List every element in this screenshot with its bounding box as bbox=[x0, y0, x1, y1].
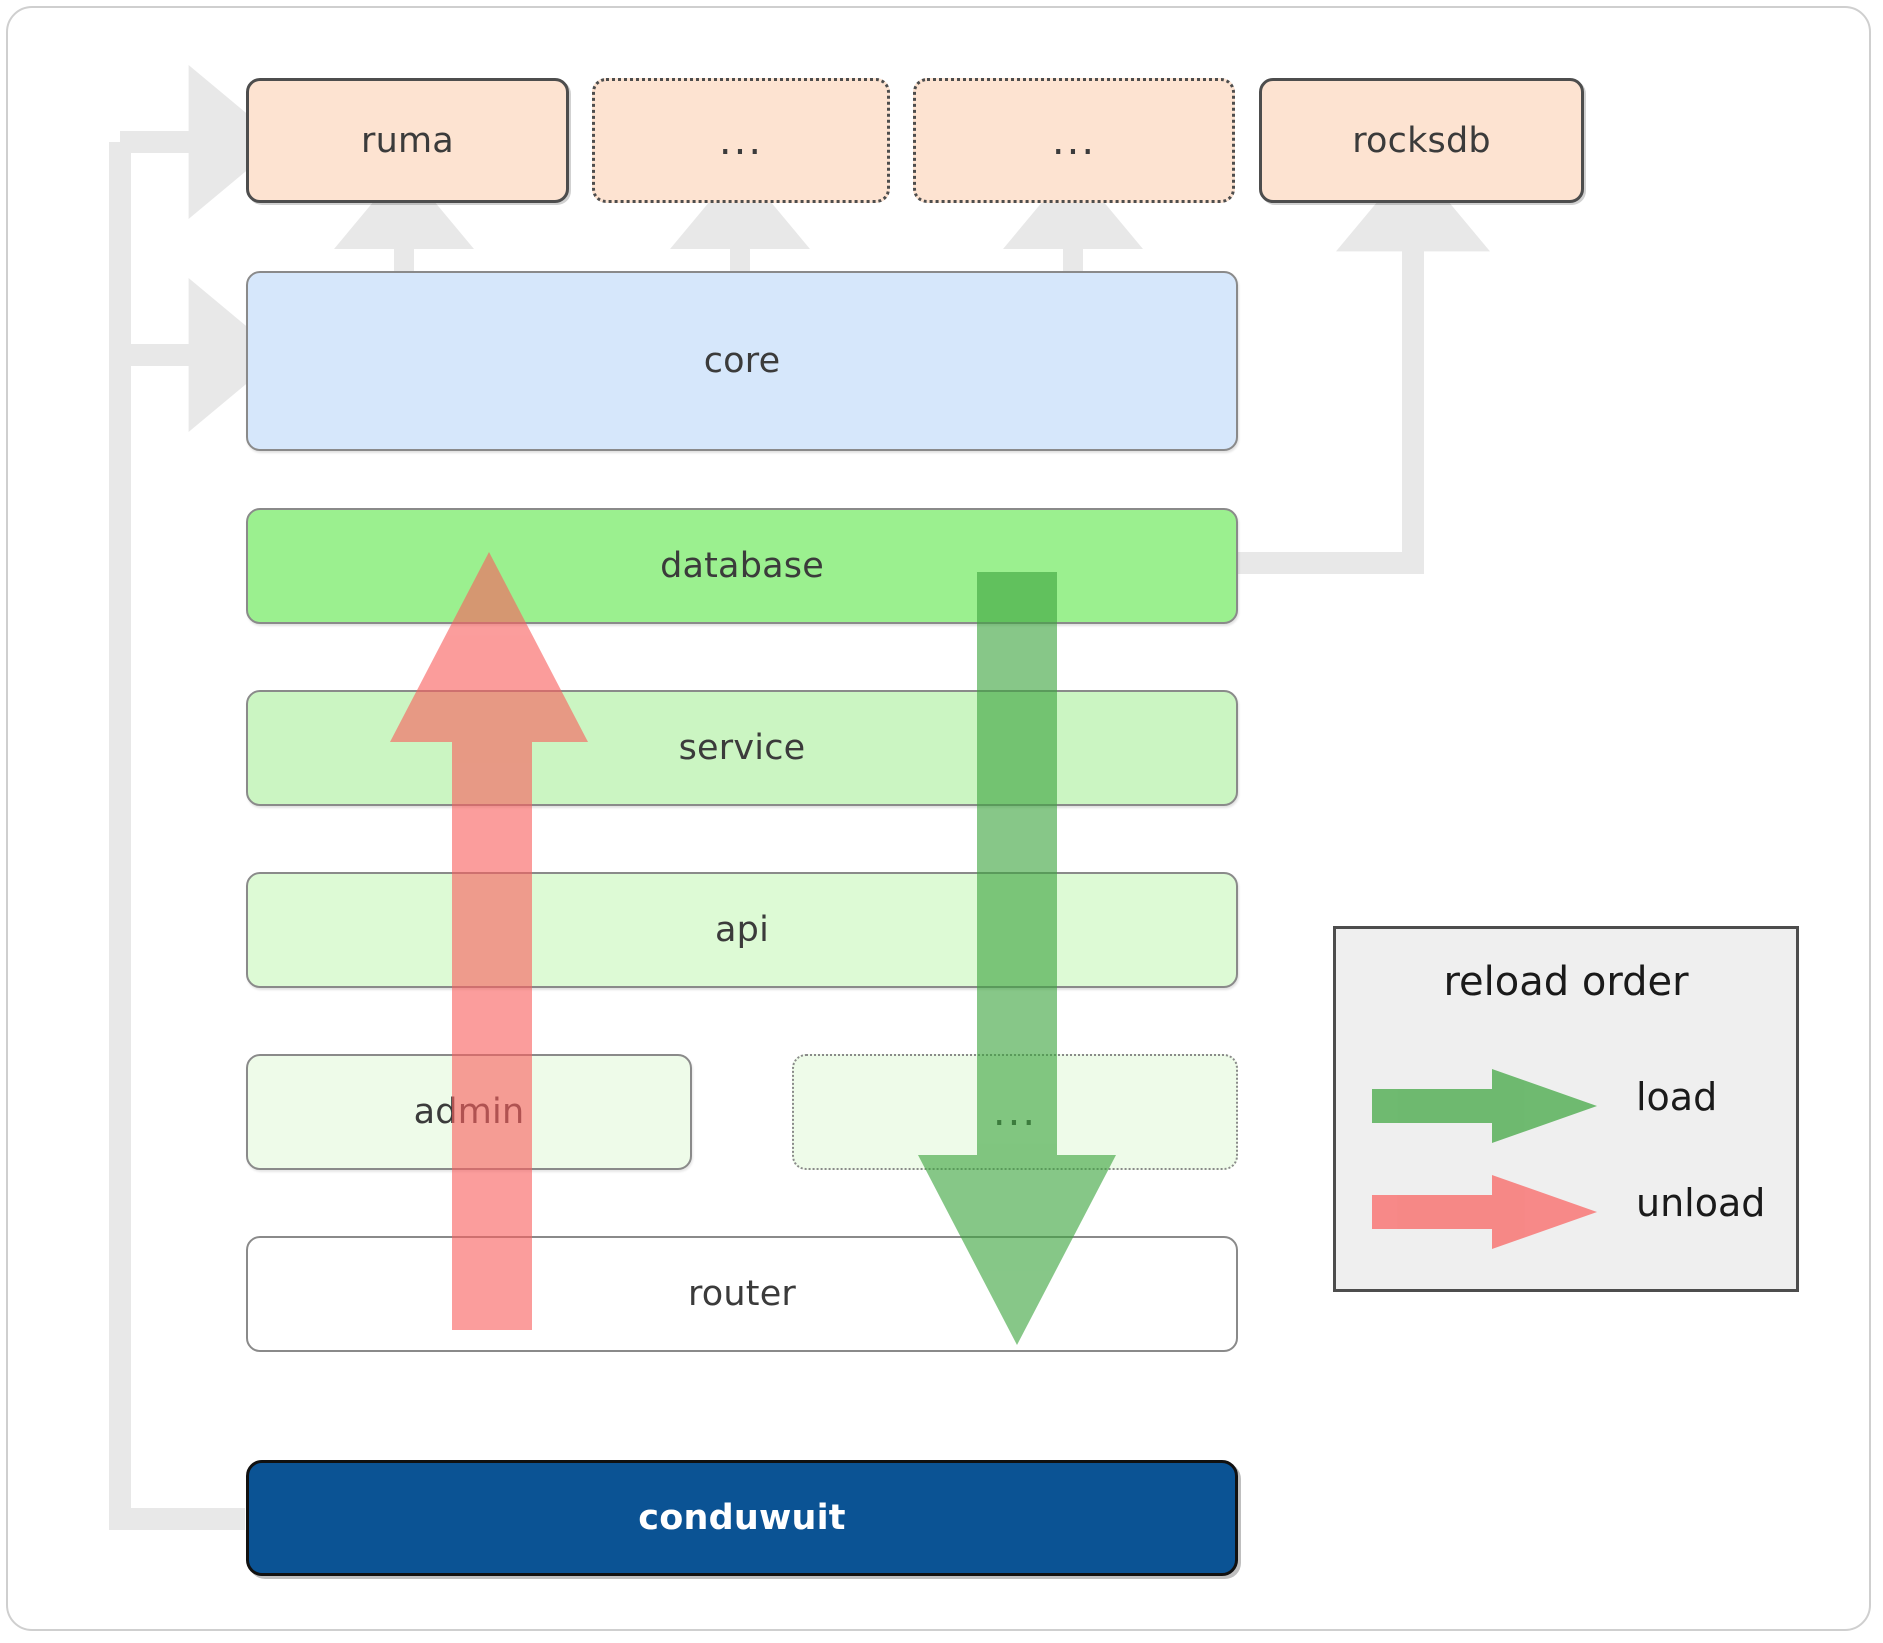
legend-reload-order: reload order load unload bbox=[1333, 926, 1799, 1292]
connector-conduwuit-to-left-bus bbox=[109, 142, 245, 1530]
connector-database-to-rocksdb-path bbox=[1235, 255, 1424, 574]
load-arrow bbox=[918, 572, 1116, 1345]
unload-arrow bbox=[390, 552, 588, 1330]
legend-row-unload: unload bbox=[1336, 1167, 1796, 1257]
node-database[interactable]: database bbox=[246, 508, 1238, 624]
unload-arrow-icon bbox=[1372, 1175, 1597, 1249]
load-arrow-icon bbox=[1372, 1069, 1597, 1143]
legend-label-unload: unload bbox=[1636, 1181, 1766, 1225]
legend-label-load: load bbox=[1636, 1075, 1718, 1119]
node-router[interactable]: router bbox=[246, 1236, 1238, 1352]
node-conduwuit[interactable]: conduwuit bbox=[246, 1460, 1238, 1576]
legend-row-load: load bbox=[1336, 1061, 1796, 1151]
legend-title: reload order bbox=[1443, 959, 1689, 1005]
